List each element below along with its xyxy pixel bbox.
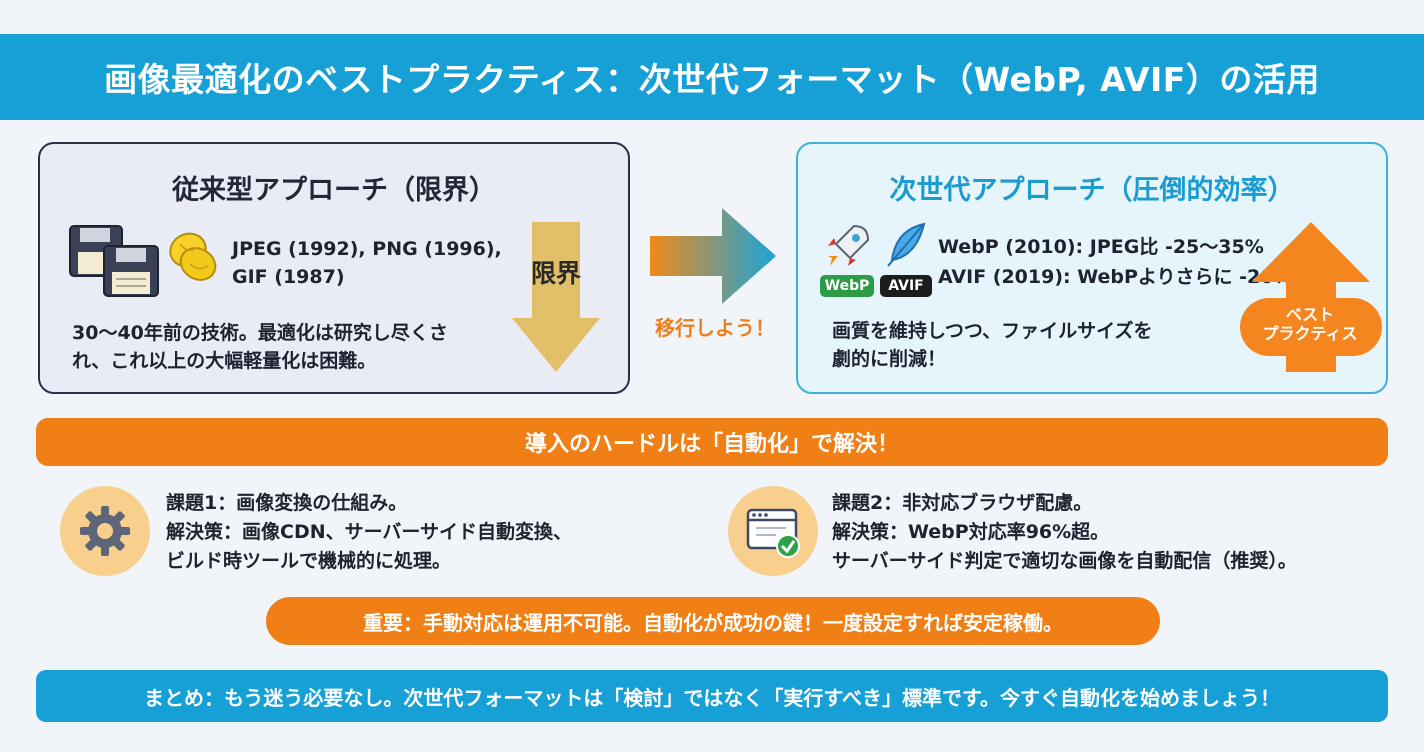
summary-text: まとめ：もう迷う必要なし。次世代フォーマットは「検討」ではなく「実行すべき」標準… (144, 685, 1280, 710)
browser-check-icon (746, 508, 800, 558)
important-banner: 重要：手動対応は運用不可能。自動化が成功の鍵！一度設定すれば安定稼働。 (266, 597, 1160, 645)
issue2-line: 解決策：WebP対応率96%超。 (832, 521, 1110, 543)
best-practice-label: ベスト プラクティス (1262, 305, 1358, 343)
avif-badge: AVIF (880, 275, 932, 297)
legacy-format-line: JPEG (1992), PNG (1996), (232, 238, 502, 260)
issue2-line: 課題2：非対応ブラウザ配慮。 (832, 492, 1093, 514)
next-gen-format-line: WebP (2010): JPEG比 -25〜35% (938, 236, 1264, 258)
legacy-format-line: GIF (1987) (232, 266, 345, 288)
issue1-line: 解決策：画像CDN、サーバーサイド自動変換、 (166, 521, 573, 543)
legacy-panel-title: 従来型アプローチ（限界） (172, 175, 496, 206)
hurdle-text: 導入のハードルは「自動化」で解決！ (524, 432, 899, 457)
floppy-disk-icon (69, 225, 159, 297)
legacy-description-line: 30〜40年前の技術。最適化は研究し尽くさ (72, 322, 448, 344)
issue1-line: 課題1：画像変換の仕組み。 (166, 492, 408, 514)
hurdle-banner: 導入のハードルは「自動化」で解決！ (36, 418, 1388, 466)
important-text: 重要：手動対応は運用不可能。自動化が成功の鍵！一度設定すれば安定稼働。 (363, 610, 1063, 635)
summary-banner: まとめ：もう迷う必要なし。次世代フォーマットは「検討」ではなく「実行すべき」標準… (36, 670, 1388, 722)
title-banner: 画像最適化のベストプラクティス：次世代フォーマット（WebP, AVIF）の活用 (0, 34, 1424, 120)
issue1-line: ビルド時ツールで機械的に処理。 (166, 550, 452, 572)
next-gen-format-line: AVIF (2019): WebPよりさらに -20% (938, 266, 1293, 288)
page-title: 画像最適化のベストプラクティス：次世代フォーマット（WebP, AVIF）の活用 (104, 60, 1320, 99)
transition-label: 移行しよう！ (655, 316, 775, 340)
webp-badge: WebP (820, 275, 874, 297)
gear-icon (80, 506, 130, 556)
limit-down-arrow (512, 222, 600, 372)
limit-label: 限界 (530, 259, 581, 288)
lemon-icon (169, 232, 217, 281)
legacy-description-line: れ、これ以上の大幅軽量化は困難。 (72, 350, 377, 372)
best-practice-up-arrow (1240, 222, 1382, 372)
feather-icon (887, 222, 926, 267)
next-gen-description-line: 劇的に削減！ (832, 348, 947, 370)
transition-arrow (650, 208, 776, 304)
rocket-icon (828, 224, 870, 266)
issue2-line: サーバーサイド判定で適切な画像を自動配信（推奨）。 (832, 550, 1297, 572)
next-gen-panel-title: 次世代アプローチ（圧倒的効率） (889, 175, 1295, 206)
next-gen-description-line: 画質を維持しつつ、ファイルサイズを (832, 320, 1153, 342)
